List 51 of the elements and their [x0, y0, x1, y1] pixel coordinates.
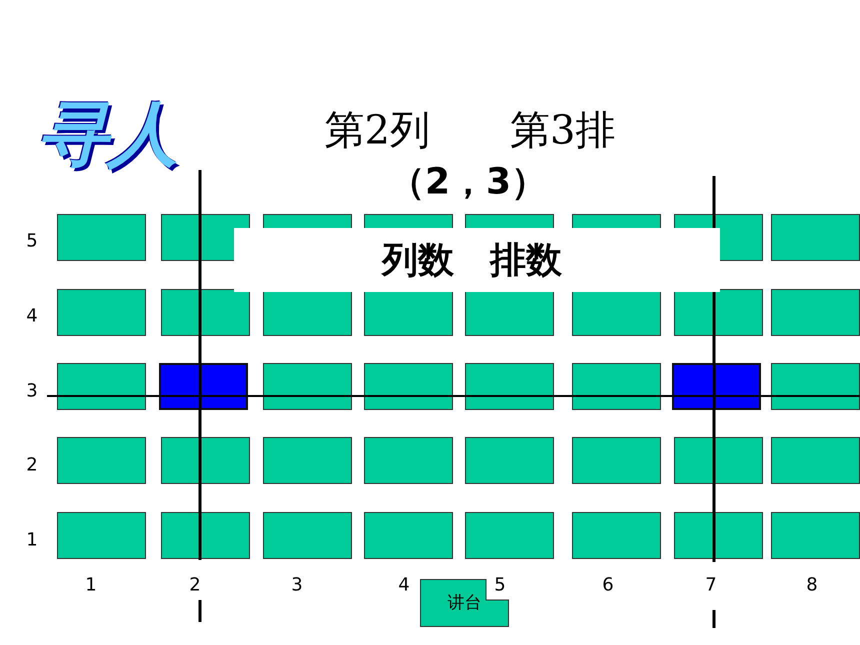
seat-box — [771, 214, 860, 261]
seat-box — [263, 512, 352, 559]
seat-box — [465, 437, 554, 484]
seat-box — [364, 437, 453, 484]
row-number: 5 — [26, 230, 38, 252]
seat-box — [674, 437, 763, 484]
row-number: 3 — [26, 380, 38, 402]
seat-box — [771, 512, 860, 559]
seat-box — [674, 512, 763, 559]
seat-box — [465, 512, 554, 559]
seat-box — [572, 512, 661, 559]
seat-box — [771, 289, 860, 336]
seat-box — [161, 437, 250, 484]
seat-box — [572, 363, 661, 410]
row-number: 1 — [26, 530, 38, 550]
seat-box — [161, 289, 250, 336]
seat-box — [57, 437, 146, 484]
seat-box — [364, 512, 453, 559]
seat-box — [263, 289, 352, 336]
column-number: 6 — [602, 574, 614, 596]
seat-box — [57, 363, 146, 410]
column-number: 1 — [85, 574, 97, 596]
column-number: 7 — [705, 574, 717, 596]
column-number: 2 — [189, 574, 201, 596]
highlighted-seat — [159, 363, 248, 410]
seat-box — [771, 437, 860, 484]
column-number: 3 — [291, 574, 303, 596]
seat-box — [771, 363, 860, 410]
row-number: 4 — [26, 306, 38, 326]
seat-box — [465, 363, 554, 410]
heading-text: （2，3） — [388, 160, 548, 204]
column-number: 4 — [398, 574, 410, 596]
seat-box — [674, 289, 763, 336]
highlighted-seat — [672, 363, 761, 410]
seat-box — [263, 437, 352, 484]
column-number: 5 — [494, 574, 506, 596]
seat-box — [465, 289, 554, 336]
row-number: 2 — [26, 454, 38, 476]
seat-box — [57, 214, 146, 261]
label-tooltip: 列数 排数 — [234, 228, 720, 292]
seat-box — [161, 512, 250, 559]
column-number: 8 — [806, 574, 818, 596]
seat-box — [263, 363, 352, 410]
heading-text: 第2列 第3排 — [324, 106, 616, 156]
seat-box — [364, 289, 453, 336]
seat-box — [572, 437, 661, 484]
seat-box — [57, 512, 146, 559]
seat-box — [572, 289, 661, 336]
seat-box — [364, 363, 453, 410]
title-word-art: 寻人 — [38, 91, 178, 177]
seat-box — [57, 289, 146, 336]
